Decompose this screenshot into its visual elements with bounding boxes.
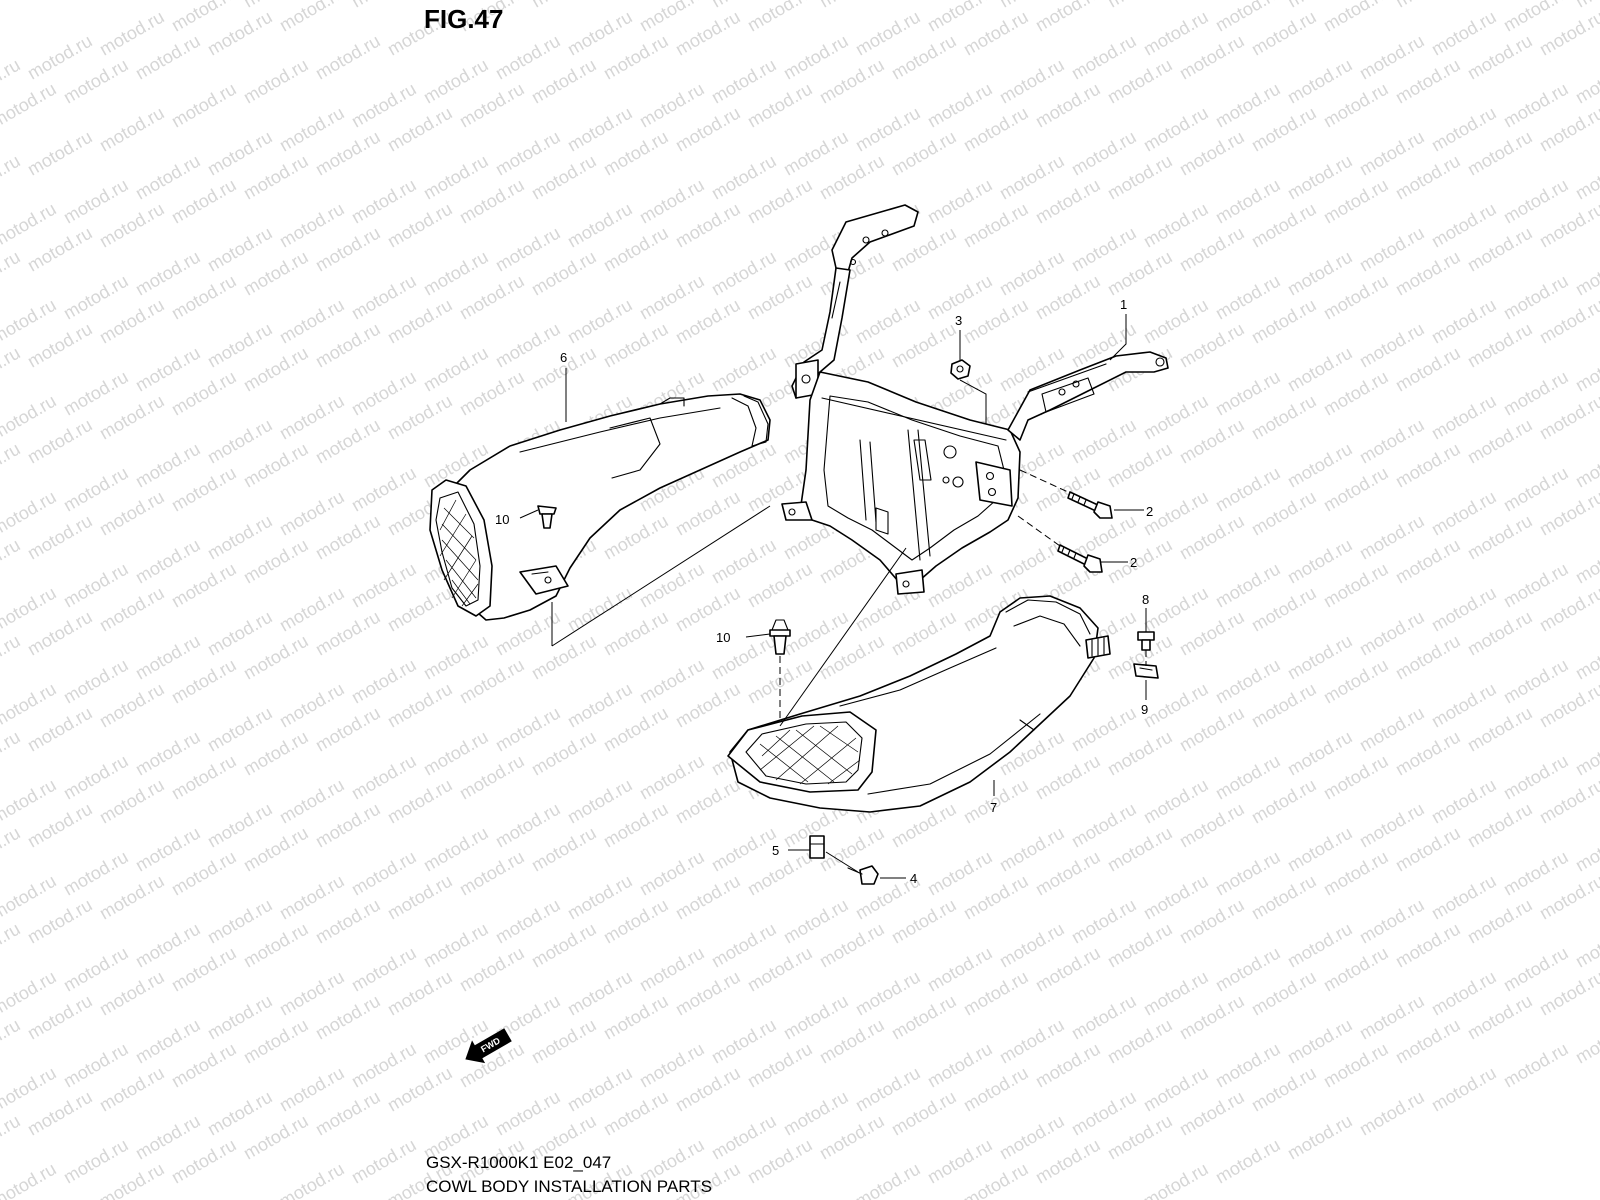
fwd-arrow-icon: FWD [465,1028,512,1064]
callout-6: 6 [560,350,567,365]
assembly-lines [551,469,1147,873]
part-2-bolt-lower [1057,544,1103,573]
figure-title: FIG.47 [424,4,504,34]
caption-part-group: COWL BODY INSTALLATION PARTS [426,1177,712,1196]
callout-4: 4 [910,871,917,886]
part-3-nut [950,359,971,380]
part-7-air-duct-lower [727,595,1111,813]
callout-leaders [519,314,1147,879]
callout-10-lower: 10 [716,630,730,645]
part-1-cowl-bracket [781,204,1169,595]
part-9-clip-nut [1133,663,1159,679]
callout-9: 9 [1141,702,1148,717]
part-5-clip [809,835,825,859]
callout-labels: 1 2 2 3 4 5 6 7 8 9 10 10 [495,297,1153,886]
part-10-rivet-upper [537,505,557,529]
callout-1: 1 [1120,297,1127,312]
callout-3: 3 [955,313,962,328]
callout-10-upper: 10 [495,512,509,527]
callout-5: 5 [772,843,779,858]
part-6-air-duct-upper [429,393,771,621]
caption-model-code: GSX-R1000K1 E02_047 [426,1153,612,1172]
part-8-screw [1137,631,1155,651]
callout-7: 7 [990,800,997,815]
callout-2-lower: 2 [1130,555,1137,570]
part-4-screw [847,865,879,885]
callout-2-upper: 2 [1146,504,1153,519]
part-10-rivet-lower [769,619,791,655]
callout-8: 8 [1142,592,1149,607]
part-2-bolt-upper [1067,491,1113,519]
